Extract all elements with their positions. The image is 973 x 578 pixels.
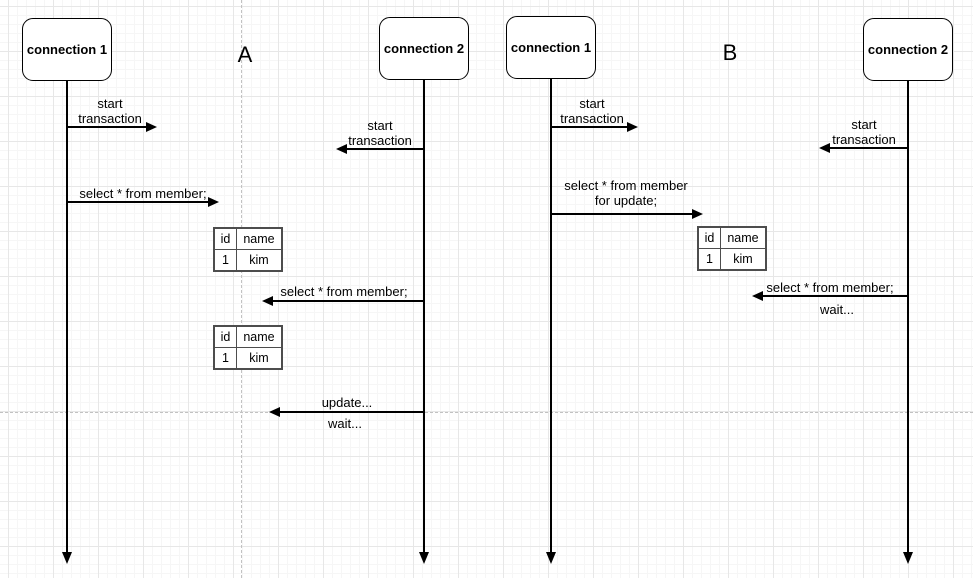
- page-boundary-horizontal-line: [0, 412, 973, 413]
- message-arrow-b-select-for-update: [551, 213, 694, 215]
- lifeline-b-connection2-arrowhead-icon: [903, 552, 913, 564]
- message-arrow-a-select-1: [67, 201, 210, 203]
- message-label-b-select: select * from member;: [766, 280, 894, 295]
- table-header-cell: id: [215, 229, 237, 250]
- table-header-cell: id: [215, 327, 237, 348]
- arrowhead-right-icon: [627, 122, 638, 132]
- page-boundary-vertical-line: [241, 0, 242, 578]
- lifeline-a-connection1-arrowhead-icon: [62, 552, 72, 564]
- message-arrow-a-start-transaction-2: [347, 148, 424, 150]
- lifeline-a-connection2: [423, 79, 425, 553]
- message-label-b-start-transaction-2: start transaction: [832, 117, 896, 147]
- message-label-b-wait: wait...: [820, 302, 854, 317]
- table-cell: 1: [215, 348, 237, 368]
- diagram-b-label: B: [722, 40, 738, 65]
- message-label-a-update: update...: [321, 395, 373, 410]
- lifeline-a-connection2-arrowhead-icon: [419, 552, 429, 564]
- message-label-a-start-transaction-2: start transaction: [348, 118, 412, 148]
- message-arrow-b-start-transaction-2: [830, 147, 908, 149]
- actor-box-b-connection2: connection 2: [863, 18, 953, 81]
- diagram-a-label: A: [237, 42, 253, 67]
- arrowhead-left-icon: [262, 296, 273, 306]
- result-table-b-1: id name 1 kim: [697, 226, 767, 271]
- arrowhead-right-icon: [692, 209, 703, 219]
- arrowhead-left-icon: [269, 407, 280, 417]
- result-table-a-2: id name 1 kim: [213, 325, 283, 370]
- lifeline-b-connection1: [550, 79, 552, 553]
- actor-label: connection 1: [510, 40, 592, 55]
- table-cell: kim: [249, 253, 269, 267]
- result-table-a-1: id name 1 kim: [213, 227, 283, 272]
- message-arrow-a-update: [280, 411, 424, 413]
- table-cell: 1: [215, 250, 237, 270]
- table-cell: kim: [249, 351, 269, 365]
- table-header-cell: name: [237, 229, 281, 250]
- message-arrow-b-select: [763, 295, 908, 297]
- message-label-a-start-transaction-1: start transaction: [78, 96, 142, 126]
- lifeline-a-connection1: [66, 81, 68, 553]
- table-header-cell: name: [721, 228, 765, 249]
- message-arrow-a-start-transaction-1: [67, 126, 148, 128]
- actor-box-a-connection2: connection 2: [379, 17, 469, 80]
- arrowhead-left-icon: [752, 291, 763, 301]
- lifeline-b-connection2: [907, 81, 909, 553]
- table-cell: 1: [699, 249, 721, 269]
- message-label-a-select-1: select * from member;: [79, 186, 207, 201]
- arrowhead-right-icon: [146, 122, 157, 132]
- message-arrow-b-start-transaction-1: [551, 126, 629, 128]
- table-header-cell: id: [699, 228, 721, 249]
- arrowhead-left-icon: [819, 143, 830, 153]
- actor-box-a-connection1: connection 1: [22, 18, 112, 81]
- table-header-cell: name: [237, 327, 281, 348]
- arrowhead-left-icon: [336, 144, 347, 154]
- lifeline-b-connection1-arrowhead-icon: [546, 552, 556, 564]
- message-label-a-wait: wait...: [328, 416, 362, 431]
- message-arrow-a-select-2: [273, 300, 424, 302]
- actor-box-b-connection1: connection 1: [506, 16, 596, 79]
- actor-label: connection 1: [26, 42, 108, 57]
- table-cell: kim: [733, 252, 753, 266]
- arrowhead-right-icon: [208, 197, 219, 207]
- message-label-a-select-2: select * from member;: [280, 284, 408, 299]
- actor-label: connection 2: [383, 41, 465, 56]
- message-label-b-start-transaction-1: start transaction: [560, 96, 624, 126]
- message-label-b-select-for-update: select * from member for update;: [564, 178, 688, 208]
- actor-label: connection 2: [867, 42, 949, 57]
